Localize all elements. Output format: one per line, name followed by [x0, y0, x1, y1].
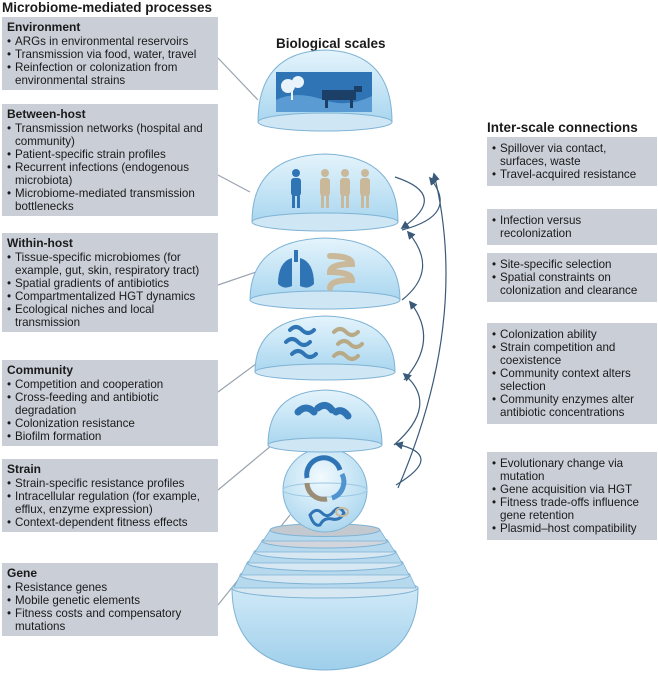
list-item: Community enzymes alter antibiotic conce…: [492, 393, 653, 419]
landscape-icon: [276, 72, 372, 112]
gene-cycle-icon: [304, 455, 347, 502]
list-item: Intracellular regulation (for example, e…: [7, 490, 214, 516]
box-within-host: Within-host Tissue-specific microbiomes …: [2, 233, 218, 332]
connection-box-5: Evolutionary change via mutation Gene ac…: [487, 452, 657, 540]
list-item: Evolutionary change via mutation: [492, 457, 653, 483]
center-title: Biological scales: [276, 36, 386, 51]
community-mix-dome: [254, 315, 396, 381]
arrow-long: [397, 172, 447, 489]
box-community: Community Competition and cooperation Cr…: [2, 360, 218, 446]
bowl-bottom: [231, 587, 419, 671]
community-dome: [267, 389, 383, 453]
environment-dome: [257, 49, 393, 132]
connection-box-3: Site-specific selection Spatial constrai…: [487, 253, 657, 302]
list-item: Biofilm formation: [7, 430, 214, 443]
arrow-5: [393, 372, 421, 446]
box-title: Gene: [7, 566, 38, 580]
list-item: Spillover via contact, surfaces, waste: [492, 142, 653, 168]
arrow-4: [403, 300, 425, 381]
list-item: Patient-specific strain profiles: [7, 148, 214, 161]
list-item: Resistance genes: [7, 581, 214, 594]
list-item: Strain competition and coexistence: [492, 341, 653, 367]
list-item: Spatial gradients of antibiotics: [7, 277, 214, 290]
box-title: Between-host: [7, 107, 86, 121]
list-item: Site-specific selection: [492, 258, 653, 271]
list-item: Strain-specific resistance profiles: [7, 477, 214, 490]
list-item: Tissue-specific microbiomes (for example…: [7, 251, 214, 277]
person-blue-icon: [291, 169, 301, 208]
list-item: Compartmentalized HGT dynamics: [7, 290, 214, 303]
lungs-icon: [278, 250, 314, 288]
inter-scale-arrows: [393, 172, 447, 489]
list-item: Community context alters selection: [492, 367, 653, 393]
box-between-host: Between-host Transmission networks (hosp…: [2, 104, 218, 216]
within-host-dome: [249, 237, 401, 310]
list-item: Colonization resistance: [7, 417, 214, 430]
list-item: Reinfection or colonization from environ…: [7, 61, 214, 87]
arrow-6: [394, 441, 422, 486]
list-item: Transmission via food, water, travel: [7, 48, 214, 61]
list-item: Travel-acquired resistance: [492, 168, 653, 181]
list-item: Infection versus recolonization: [492, 214, 653, 240]
strain-sphere: [282, 447, 368, 533]
arrow-2: [401, 176, 441, 231]
list-item: Spatial constraints on colonization and …: [492, 271, 653, 297]
list-item: Recurrent infections (endogenous microbi…: [7, 161, 214, 187]
list-item: Cross-feeding and antibiotic degradation: [7, 391, 214, 417]
gene-bowl-stack: [231, 523, 419, 671]
box-title: Strain: [7, 462, 42, 476]
box-title: Within-host: [7, 236, 73, 250]
box-gene: Gene Resistance genes Mobile genetic ele…: [2, 563, 218, 636]
tan-microbes-icon: [332, 327, 364, 361]
between-host-dome: [251, 153, 399, 232]
people-tan-icon: [320, 169, 370, 208]
box-title: Environment: [7, 20, 81, 34]
list-item: Colonization ability: [492, 328, 653, 341]
cow-icon: [322, 86, 362, 108]
bacteria-icon: [294, 401, 352, 420]
connection-box-2: Infection versus recolonization: [487, 209, 657, 245]
plasmid-icon: [308, 506, 346, 527]
plasmid-ring: [335, 507, 349, 517]
connection-box-1: Spillover via contact, surfaces, waste T…: [487, 137, 657, 186]
blue-microbes-icon: [284, 325, 318, 359]
list-item: ARGs in environmental reservoirs: [7, 35, 214, 48]
arrow-3: [401, 230, 424, 301]
list-item: Competition and cooperation: [7, 378, 214, 391]
intestine-icon: [326, 253, 356, 291]
list-item: Gene acquisition via HGT: [492, 483, 653, 496]
box-strain: Strain Strain-specific resistance profil…: [2, 459, 218, 532]
list-item: Microbiome-mediated transmission bottlen…: [7, 187, 214, 213]
arrow-1: [394, 176, 425, 229]
list-item: Plasmid–host compatibility: [492, 522, 653, 535]
list-item: Ecological niches and local transmission: [7, 303, 214, 329]
box-title: Community: [7, 363, 73, 377]
list-item: Fitness costs and compensatory mutations: [7, 607, 214, 633]
right-panel-title: Inter-scale connections: [487, 120, 638, 135]
connector-environment: [217, 57, 259, 101]
box-environment: Environment ARGs in environmental reserv…: [2, 17, 218, 90]
connection-box-4: Colonization ability Strain competition …: [487, 323, 657, 424]
list-item: Context-dependent fitness effects: [7, 516, 214, 529]
list-item: Fitness trade-offs influence gene retent…: [492, 496, 653, 522]
connector-between-host: [217, 174, 251, 193]
list-item: Transmission networks (hospital and comm…: [7, 122, 214, 148]
list-item: Mobile genetic elements: [7, 594, 214, 607]
left-panel-title: Microbiome-mediated processes: [2, 0, 213, 15]
